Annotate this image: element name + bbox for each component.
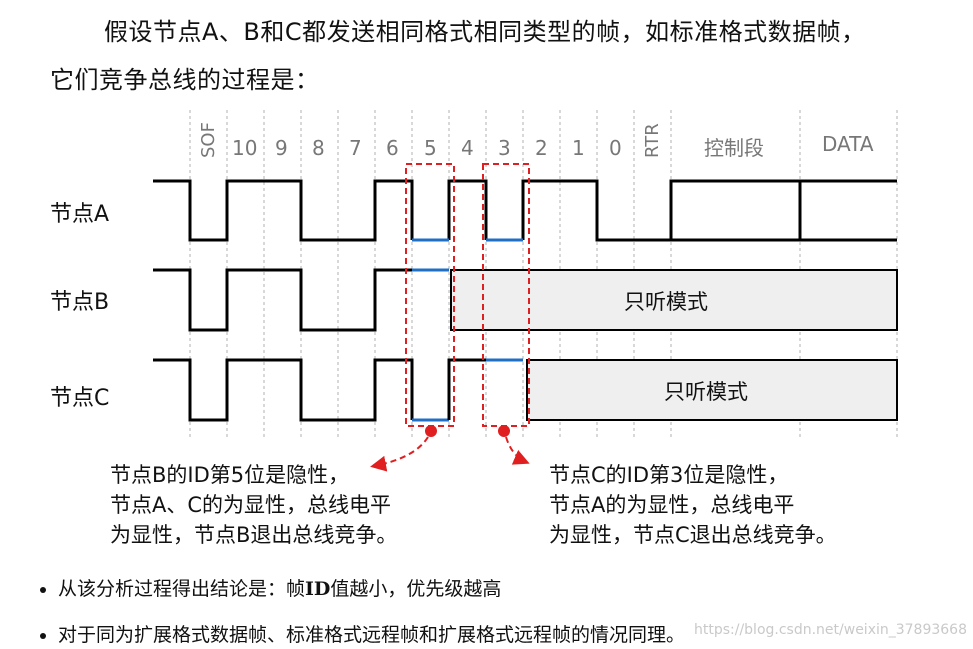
node-c-listen-box	[526, 359, 898, 421]
node-a-waveform-2	[447, 179, 488, 240]
bit5-callout-arrow	[370, 436, 429, 472]
conclusion-bullet-1: 从该分析过程得出结论是：帧ID值越小，优先级越高	[40, 574, 501, 601]
column-label-bit-10: 10	[232, 136, 258, 160]
column-label-data: DATA	[822, 132, 874, 156]
conclusion-bullet-2: 对于同为扩展格式数据帧、标准格式远程帧和扩展格式远程帧的情况同理。	[40, 620, 685, 647]
conclusion-bullet-2-text: 对于同为扩展格式数据帧、标准格式远程帧和扩展格式远程帧的情况同理。	[58, 624, 686, 646]
node-a-waveform-3	[521, 179, 897, 242]
column-label-bit-4: 4	[461, 136, 474, 160]
column-label-bit-1: 1	[572, 136, 585, 160]
column-label-bit-3: 3	[498, 136, 511, 160]
bit5-marker-dot	[425, 425, 437, 437]
conclusion-bullet-1-before: 从该分析过程得出结论是：帧	[58, 578, 306, 600]
node-c-label: 节点C	[50, 386, 110, 411]
intro-line-1: 假设节点A、B和C都发送相同格式相同类型的帧，如标准格式数据帧，	[104, 18, 866, 46]
node-b-listen-box	[450, 269, 898, 331]
node-a-waveform	[153, 179, 414, 242]
node-c-waveform	[153, 358, 414, 422]
node-b-listen-label: 只听模式	[624, 290, 708, 314]
note-node-b-line-3: 为显性，节点B退出总线竞争。	[110, 523, 398, 547]
column-label-bit-7: 7	[349, 136, 362, 160]
node-a-label: 节点A	[50, 202, 110, 227]
column-label-bit-9: 9	[275, 136, 288, 160]
column-label-bit-6: 6	[386, 136, 399, 160]
node-c-waveform-2	[447, 358, 486, 420]
conclusion-bullet-1-bold: ID	[305, 578, 331, 600]
note-node-c-line-3: 为显性，节点C退出总线竞争。	[549, 523, 837, 547]
note-node-b-line-1: 节点B的ID第5位是隐性，	[110, 463, 350, 487]
note-node-c: 节点C的ID第3位是隐性， 节点A的为显性，总线电平 为显性，节点C退出总线竞争…	[549, 460, 837, 550]
node-c-listen-label: 只听模式	[664, 380, 748, 404]
note-node-b: 节点B的ID第5位是隐性， 节点A、C的为显性，总线电平 为显性，节点B退出总线…	[110, 460, 397, 550]
node-b-waveform	[153, 268, 412, 332]
column-label-bit-8: 8	[312, 136, 325, 160]
bullet-dot-icon	[40, 633, 46, 639]
note-node-c-line-1: 节点C的ID第3位是隐性，	[549, 463, 789, 487]
note-node-c-line-2: 节点A的为显性，总线电平	[549, 493, 795, 517]
column-label-bit-5: 5	[424, 136, 437, 160]
conclusion-bullet-1-after: 值越小，优先级越高	[330, 578, 502, 600]
column-label-bit-2: 2	[535, 136, 548, 160]
node-b-label: 节点B	[50, 290, 110, 315]
column-label-control: 控制段	[704, 136, 764, 160]
column-label-bit-0: 0	[609, 136, 622, 160]
watermark: https://blog.csdn.net/weixin_37893668	[693, 622, 967, 638]
note-node-b-line-2: 节点A、C的为显性，总线电平	[110, 493, 392, 517]
bullet-dot-icon	[40, 587, 46, 593]
bit3-marker-dot	[498, 425, 510, 437]
intro-line-2: 它们竞争总线的过程是：	[50, 66, 320, 94]
bit3-callout-arrow	[505, 436, 530, 465]
